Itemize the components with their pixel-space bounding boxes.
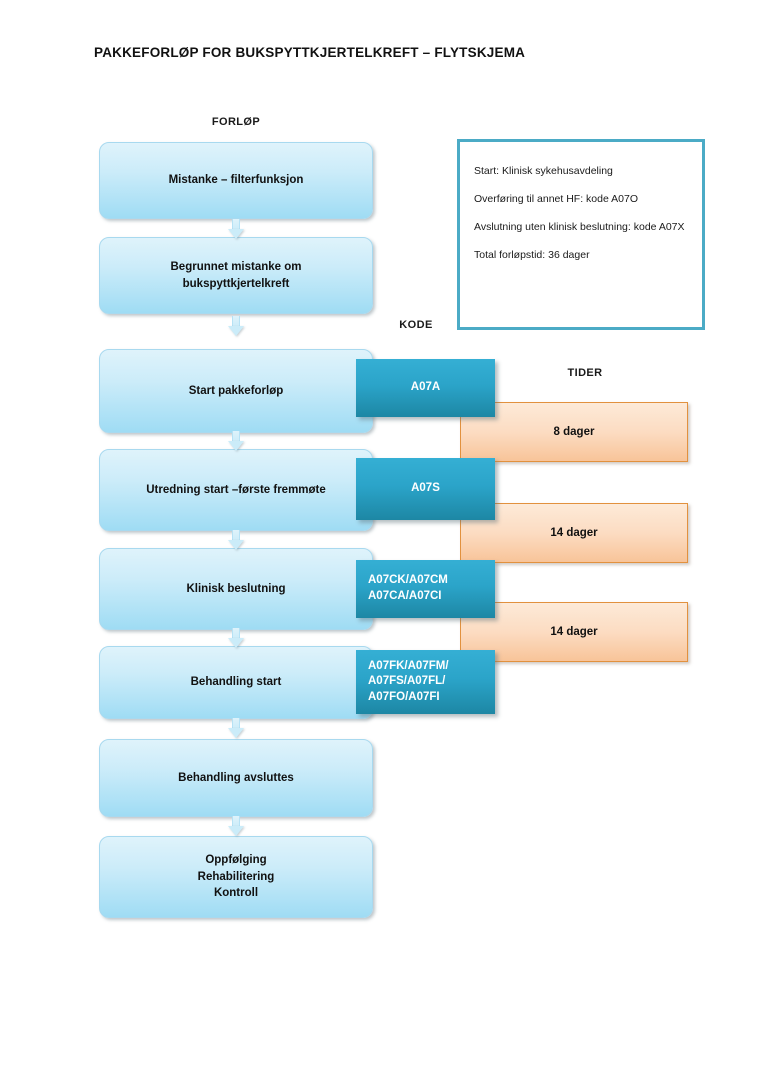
info-box: Start: Klinisk sykehusavdeling Overførin… <box>457 139 705 330</box>
flow-step-utredning-start[interactable]: Utredning start –første fremmøte <box>99 449 373 531</box>
flow-step-start-pakkeforlop[interactable]: Start pakkeforløp <box>99 349 373 433</box>
page-title: PAKKEFORLØP FOR BUKSPYTTKJERTELKREFT – F… <box>94 45 526 60</box>
arrow-shaft <box>232 219 240 230</box>
column-header-tider: TIDER <box>567 367 603 379</box>
code-box-label: A07FK/A07FM/ A07FS/A07FL/ A07FO/A07FI <box>368 659 449 703</box>
arrow-head-icon <box>228 229 244 239</box>
arrow-shaft <box>232 718 240 729</box>
arrow-head-icon <box>228 638 244 648</box>
arrow-head-icon <box>228 826 244 836</box>
info-line-start: Start: Klinisk sykehusavdeling <box>474 165 613 177</box>
arrow-shaft <box>232 316 240 327</box>
flow-step-label: Start pakkeforløp <box>188 384 284 397</box>
arrow-shaft <box>232 431 240 442</box>
flow-step-klinisk-beslutning[interactable]: Klinisk beslutning <box>99 548 373 630</box>
code-box-label: A07S <box>411 482 440 495</box>
column-header-kode: KODE <box>399 319 433 331</box>
connector-arrow-3 <box>228 431 244 451</box>
time-box-14-dager-1[interactable]: 14 dager <box>460 503 688 563</box>
connector-arrow-6 <box>228 718 244 738</box>
info-line-avslutning: Avslutning uten klinisk beslutning: kode… <box>474 220 685 233</box>
flow-step-label: Mistanke – filterfunksjon <box>168 174 304 187</box>
connector-arrow-5 <box>228 628 244 648</box>
code-box-a07a[interactable]: A07A <box>356 359 495 417</box>
flow-step-label: Begrunnet mistanke om bukspyttkjertelkre… <box>170 260 302 290</box>
flow-step-behandling-start[interactable]: Behandling start <box>99 646 373 719</box>
time-box-label: 14 dager <box>550 527 598 539</box>
time-box-8-dager[interactable]: 8 dager <box>460 402 688 462</box>
column-header-forlop: FORLØP <box>211 116 261 128</box>
arrow-head-icon <box>228 441 244 451</box>
time-box-label: 14 dager <box>550 626 598 638</box>
info-line-total-forlopstid: Total forløpstid: 36 dager <box>474 248 590 261</box>
flow-step-oppfolging-rehabilitering-kontroll[interactable]: Oppfølging Rehabilitering Kontroll <box>99 836 373 918</box>
arrow-head-icon <box>228 728 244 738</box>
flow-step-label: Oppfølging Rehabilitering Kontroll <box>197 853 275 900</box>
connector-arrow-2 <box>228 316 244 336</box>
code-box-a07c-group[interactable]: A07CK/A07CM A07CA/A07CI <box>356 560 495 618</box>
flow-step-label: Utredning start –første fremmøte <box>146 483 326 496</box>
arrow-shaft <box>232 530 240 541</box>
flow-step-mistanke-filterfunksjon[interactable]: Mistanke – filterfunksjon <box>99 142 373 219</box>
code-box-a07f-group[interactable]: A07FK/A07FM/ A07FS/A07FL/ A07FO/A07FI <box>356 650 495 714</box>
info-line-overforing: Overføring til annet HF: kode A07O <box>474 192 638 205</box>
connector-arrow-7 <box>228 816 244 836</box>
flow-step-label: Behandling start <box>190 676 282 689</box>
connector-arrow-1 <box>228 219 244 239</box>
flow-step-label: Behandling avsluttes <box>178 771 294 784</box>
code-box-a07s[interactable]: A07S <box>356 458 495 520</box>
arrow-head-icon <box>228 540 244 550</box>
arrow-shaft <box>232 628 240 639</box>
flow-step-label: Klinisk beslutning <box>186 582 286 595</box>
time-box-14-dager-2[interactable]: 14 dager <box>460 602 688 662</box>
arrow-head-icon <box>228 326 244 336</box>
flow-step-behandling-avsluttes[interactable]: Behandling avsluttes <box>99 739 373 817</box>
code-box-label: A07A <box>410 381 441 394</box>
arrow-shaft <box>232 816 240 827</box>
time-box-label: 8 dager <box>553 426 595 438</box>
flow-step-begrunnet-mistanke[interactable]: Begrunnet mistanke om bukspyttkjertelkre… <box>99 237 373 314</box>
connector-arrow-4 <box>228 530 244 550</box>
code-box-label: A07CK/A07CM A07CA/A07CI <box>368 574 448 602</box>
